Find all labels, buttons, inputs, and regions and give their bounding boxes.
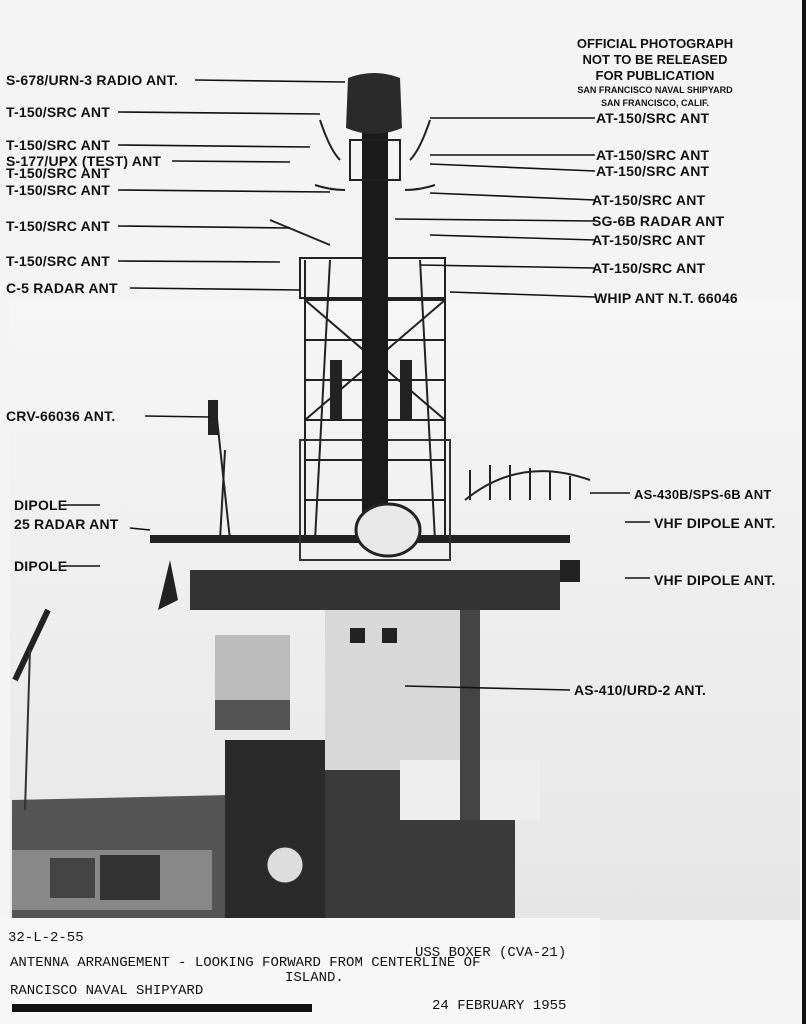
label-radar-ant: 25 RADAR ANT	[14, 516, 119, 532]
stamp-line: SAN FRANCISCO, CALIF.	[601, 98, 709, 108]
caption-title: ANTENNA ARRANGEMENT - LOOKING FORWARD FR…	[10, 955, 481, 971]
urn-3-radome	[346, 73, 402, 134]
official-photograph-stamp: OFFICIAL PHOTOGRAPH NOT TO BE RELEASED F…	[560, 36, 750, 110]
stamp-line: FOR PUBLICATION	[595, 68, 715, 83]
label-at150-ant: T-150/SRC ANT	[6, 253, 110, 269]
label-urn-3-radio-ant: S-678/URN-3 RADIO ANT.	[6, 72, 178, 88]
photo-date: 24 FEBRUARY 1955	[432, 998, 567, 1014]
caption-title-cont: ISLAND.	[285, 970, 344, 986]
stamp-line: NOT TO BE RELEASED	[582, 52, 728, 67]
label-at150-ant: T-150/SRC ANT	[6, 165, 110, 181]
label-at150-ant: AT-150/SRC ANT	[596, 110, 710, 126]
label-at150-ant: AT-150/SRC ANT	[592, 192, 706, 208]
ship-name: USS BOXER (CVA-21)	[415, 945, 567, 961]
label-whip-ant: WHIP ANT N.T. 66046	[594, 290, 738, 306]
label-upx-test-ant: S-177/UPX (TEST) ANT	[6, 153, 162, 169]
photo-number: 32-L-2-55	[8, 930, 84, 946]
radar-dish	[354, 502, 422, 558]
shipyard-name: RANCISCO NAVAL SHIPYARD	[10, 983, 204, 999]
label-urd-2-ant: AS-410/URD-2 ANT.	[574, 682, 707, 698]
label-at150-ant: AT-150/SRC ANT	[592, 260, 706, 276]
label-at150-ant: T-150/SRC ANT	[6, 137, 110, 153]
label-sps-6b-ant: AS-430B/SPS-6B ANT	[634, 487, 772, 502]
label-at150-ant: T-150/SRC ANT	[6, 218, 110, 234]
label-radar-ant: C-5 RADAR ANT	[6, 280, 118, 296]
main-mast	[362, 130, 388, 530]
leader-lines	[63, 79, 650, 691]
stamp-line: SAN FRANCISCO NAVAL SHIPYARD	[577, 85, 733, 95]
label-vhf-dipole-ant: VHF DIPOLE ANT.	[654, 515, 776, 531]
label-at150-ant: T-150/SRC ANT	[6, 182, 110, 198]
label-crv-ant: CRV-66036 ANT.	[6, 408, 116, 424]
label-at150-ant: AT-150/SRC ANT	[596, 163, 710, 179]
label-dipole: DIPOLE	[14, 497, 68, 513]
print-border	[802, 0, 806, 1024]
label-at150-ant: T-150/SRC ANT	[6, 104, 110, 120]
label-sg6b-radar-ant: SG-6B RADAR ANT	[592, 213, 725, 229]
label-dipole: DIPOLE	[14, 558, 68, 574]
label-vhf-dipole-ant: VHF DIPOLE ANT.	[654, 572, 776, 588]
label-at150-ant: AT-150/SRC ANT	[596, 147, 710, 163]
label-at150-ant: AT-150/SRC ANT	[592, 232, 706, 248]
stamp-line: OFFICIAL PHOTOGRAPH	[576, 36, 734, 51]
